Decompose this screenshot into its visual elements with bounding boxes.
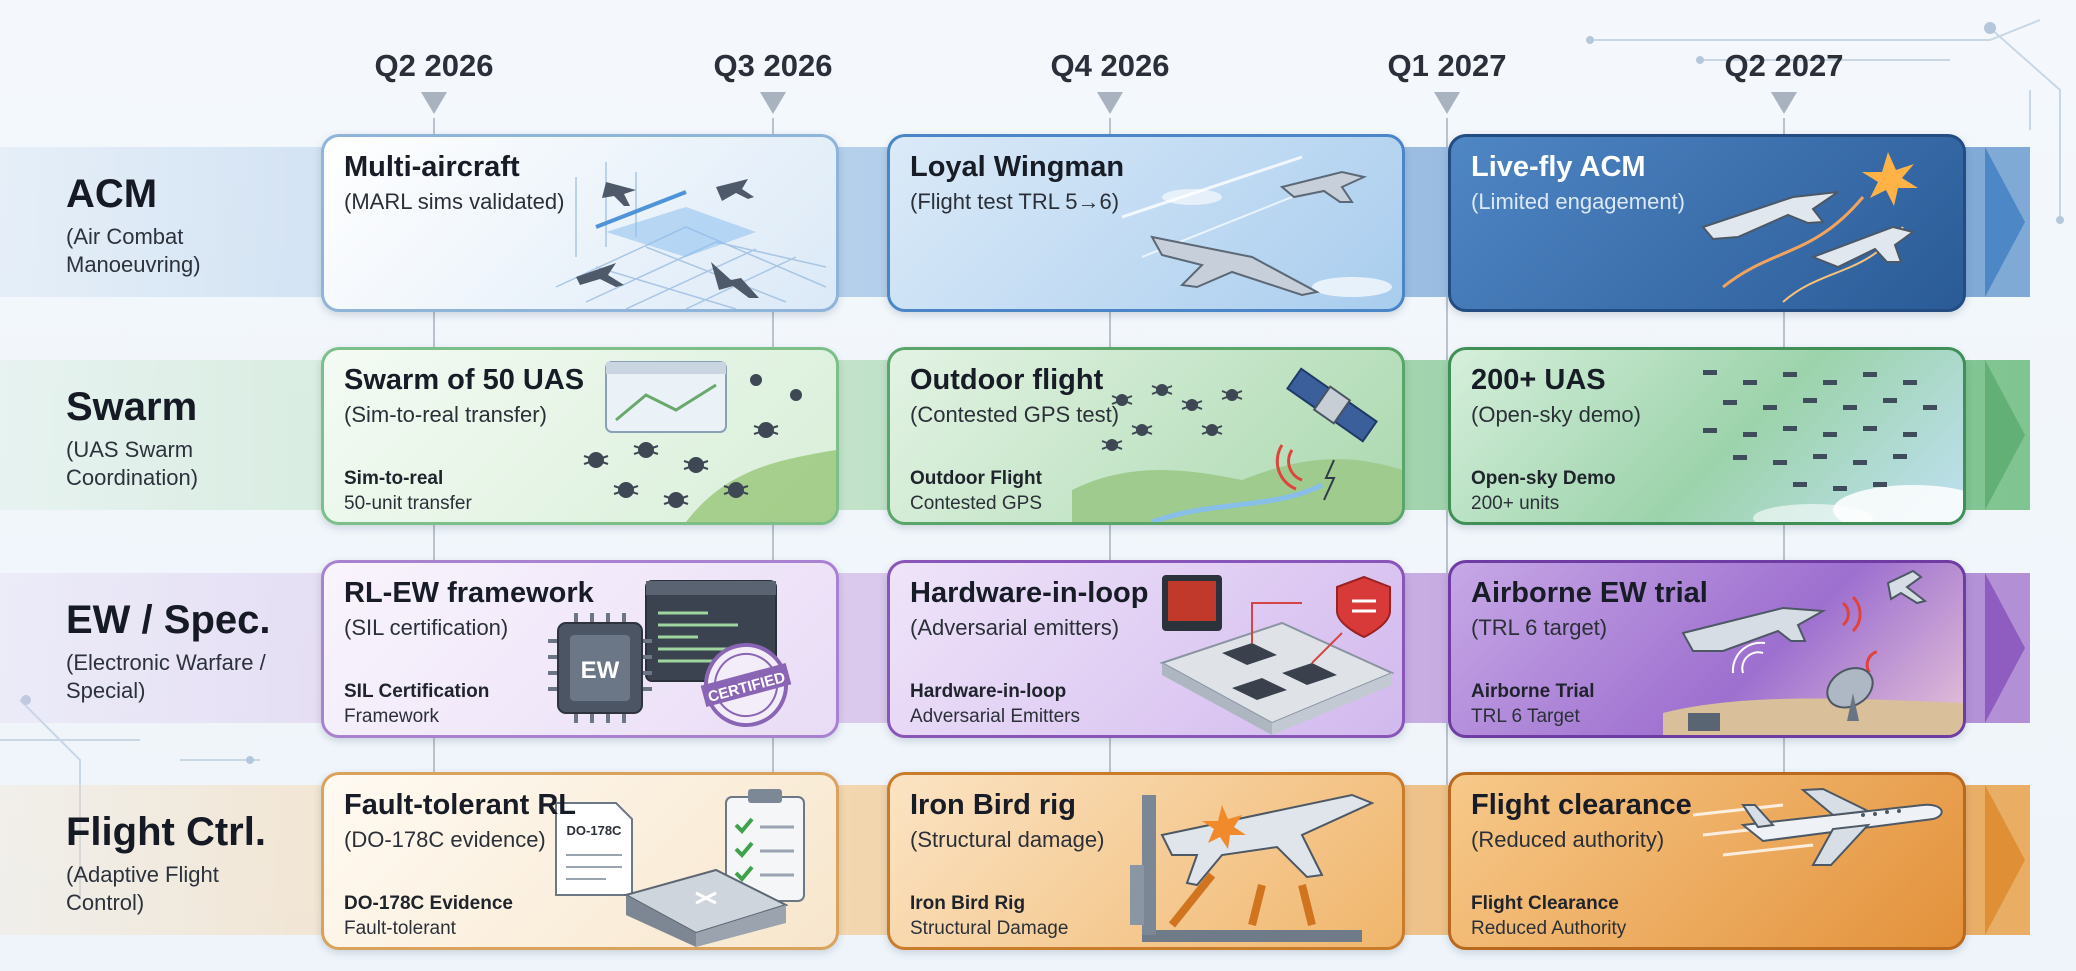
- multi-aircraft-icon: [555, 162, 827, 309]
- card-title: Flight clearance: [1471, 789, 1692, 821]
- quarter-marker: [1771, 92, 1797, 114]
- milestone-card-flight-clearance[interactable]: Flight clearance (Reduced authority) Fli…: [1448, 772, 1966, 950]
- row-subtitle: (Air Combat Manoeuvring): [66, 224, 201, 277]
- card-title: Fault-tolerant RL: [344, 789, 576, 821]
- milestone-card-rl-ew[interactable]: EW CERTIFIED RL-EW framework (SIL certif…: [321, 560, 839, 738]
- row-label-acm: ACM (Air Combat Manoeuvring): [66, 172, 286, 279]
- card-subtitle: (Contested GPS test): [910, 402, 1120, 427]
- card-title: 200+ UAS: [1471, 364, 1606, 396]
- milestone-card-airborne-ew[interactable]: Airborne EW trial (TRL 6 target) Airborn…: [1448, 560, 1966, 738]
- card-note-title: Open-sky Demo: [1471, 468, 1616, 489]
- card-note: Structural Damage: [910, 918, 1069, 939]
- milestone-card-swarm-50[interactable]: Swarm of 50 UAS (Sim-to-real transfer) S…: [321, 347, 839, 525]
- card-note: Contested GPS: [910, 493, 1043, 514]
- card-subtitle: (MARL sims validated): [344, 189, 565, 214]
- milestone-card-hardware-in-loop[interactable]: Hardware-in-loop (Adversarial emitters) …: [887, 560, 1405, 738]
- quarter-marker: [1097, 92, 1123, 114]
- card-note-title: Sim-to-real: [344, 468, 444, 489]
- card-title: Multi-aircraft: [344, 151, 520, 183]
- swarm-band-arrow: [1985, 360, 2025, 510]
- quarter-marker: [421, 92, 447, 114]
- quarter-label: Q3 2026: [713, 48, 833, 83]
- document-label: DO-178C: [567, 823, 623, 838]
- card-note: TRL 6 Target: [1471, 706, 1580, 727]
- milestone-card-live-fly-acm[interactable]: Live-fly ACM (Limited engagement): [1448, 134, 1966, 312]
- quarter-marker: [760, 92, 786, 114]
- row-label-flight: Flight Ctrl. (Adaptive Flight Control): [66, 810, 286, 917]
- ew-band-arrow: [1985, 573, 2025, 723]
- document-checklist-icon: DO-178C: [555, 789, 805, 947]
- card-title: Loyal Wingman: [910, 151, 1125, 183]
- row-label-swarm: Swarm (UAS Swarm Coordination): [66, 385, 286, 492]
- card-subtitle: (Structural damage): [910, 827, 1105, 852]
- card-title: Airborne EW trial: [1471, 577, 1708, 609]
- card-subtitle: (Reduced authority): [1471, 827, 1665, 852]
- quarter-label: Q1 2027: [1387, 48, 1507, 83]
- dogfight-jets-icon: [1701, 152, 1918, 303]
- satellite-icon: [1072, 367, 1402, 522]
- drone-swarm-icon: [583, 361, 836, 522]
- test-rig-icon: [1130, 793, 1375, 942]
- quarter-label: Q2 2027: [1724, 48, 1844, 83]
- card-note: 200+ units: [1471, 493, 1560, 514]
- quarter-label: Q4 2026: [1050, 48, 1170, 83]
- card-note: Adversarial Emitters: [910, 706, 1080, 727]
- card-note-title: Outdoor Flight: [910, 468, 1042, 489]
- card-note: Reduced Authority: [1471, 918, 1627, 939]
- card-subtitle: (Adversarial emitters): [910, 615, 1120, 640]
- row-label-ew: EW / Spec. (Electronic Warfare / Special…: [66, 598, 286, 705]
- card-subtitle: (Sim-to-real transfer): [344, 402, 547, 427]
- card-note-title: Flight Clearance: [1471, 893, 1619, 914]
- milestone-card-200-uas[interactable]: 200+ UAS (Open-sky demo) Open-sky Demo 2…: [1448, 347, 1966, 525]
- card-subtitle: (TRL 6 target): [1471, 615, 1608, 640]
- card-note-title: SIL Certification: [344, 681, 490, 702]
- acm-band-arrow: [1985, 147, 2025, 297]
- card-subtitle: (Limited engagement): [1471, 189, 1686, 214]
- timeline-gridline: [1446, 118, 1448, 918]
- quarter-marker: [1434, 92, 1460, 114]
- wingman-jets-icon: [1121, 155, 1392, 297]
- milestone-card-iron-bird[interactable]: Iron Bird rig (Structural damage) Iron B…: [887, 772, 1405, 950]
- card-note-title: Iron Bird Rig: [910, 893, 1026, 914]
- card-note: Framework: [344, 706, 440, 727]
- airliner-icon: [1692, 787, 1943, 866]
- quarter-label: Q2 2026: [374, 48, 494, 83]
- milestone-card-loyal-wingman[interactable]: Loyal Wingman (Flight test TRL 5→6): [887, 134, 1405, 312]
- card-subtitle: (Open-sky demo): [1471, 402, 1641, 427]
- card-title: Hardware-in-loop: [910, 577, 1149, 609]
- milestone-card-outdoor-flight[interactable]: Outdoor flight (Contested GPS test) Outd…: [887, 347, 1405, 525]
- chip-label: EW: [581, 657, 620, 684]
- row-subtitle: (UAS Swarm Coordination): [66, 437, 199, 490]
- milestone-card-fault-tolerant[interactable]: DO-178C Fault-tolerant RL (DO-178C evide…: [321, 772, 839, 950]
- card-subtitle: (SIL certification): [344, 615, 509, 640]
- row-subtitle: (Adaptive Flight Control): [66, 862, 219, 915]
- large-swarm-icon: [1703, 370, 1963, 522]
- row-title: ACM: [66, 172, 158, 216]
- row-subtitle: (Electronic Warfare / Special): [66, 650, 266, 703]
- card-note-title: Hardware-in-loop: [910, 681, 1067, 702]
- radar-dish-icon: [1663, 569, 1963, 735]
- card-note-title: Airborne Trial: [1471, 681, 1595, 702]
- card-subtitle: (Flight test TRL 5→6): [910, 189, 1120, 214]
- card-title: RL-EW framework: [344, 577, 594, 609]
- row-title: EW / Spec.: [66, 598, 271, 642]
- card-title: Iron Bird rig: [910, 789, 1076, 821]
- milestone-card-multi-aircraft[interactable]: Multi-aircraft (MARL sims validated): [321, 134, 839, 312]
- card-note: 50-unit transfer: [344, 493, 472, 514]
- card-note-title: DO-178C Evidence: [344, 893, 513, 914]
- row-title: Flight Ctrl.: [66, 810, 266, 854]
- circuit-board-icon: [1159, 575, 1395, 735]
- ew-chip-icon: EW CERTIFIED: [548, 580, 792, 727]
- card-note: Fault-tolerant: [344, 918, 456, 939]
- card-title: Live-fly ACM: [1471, 151, 1646, 183]
- row-title: Swarm: [66, 385, 198, 429]
- card-title: Swarm of 50 UAS: [344, 364, 585, 396]
- card-title: Outdoor flight: [910, 364, 1104, 396]
- card-subtitle: (DO-178C evidence): [344, 827, 546, 852]
- flight-band-arrow: [1985, 785, 2025, 935]
